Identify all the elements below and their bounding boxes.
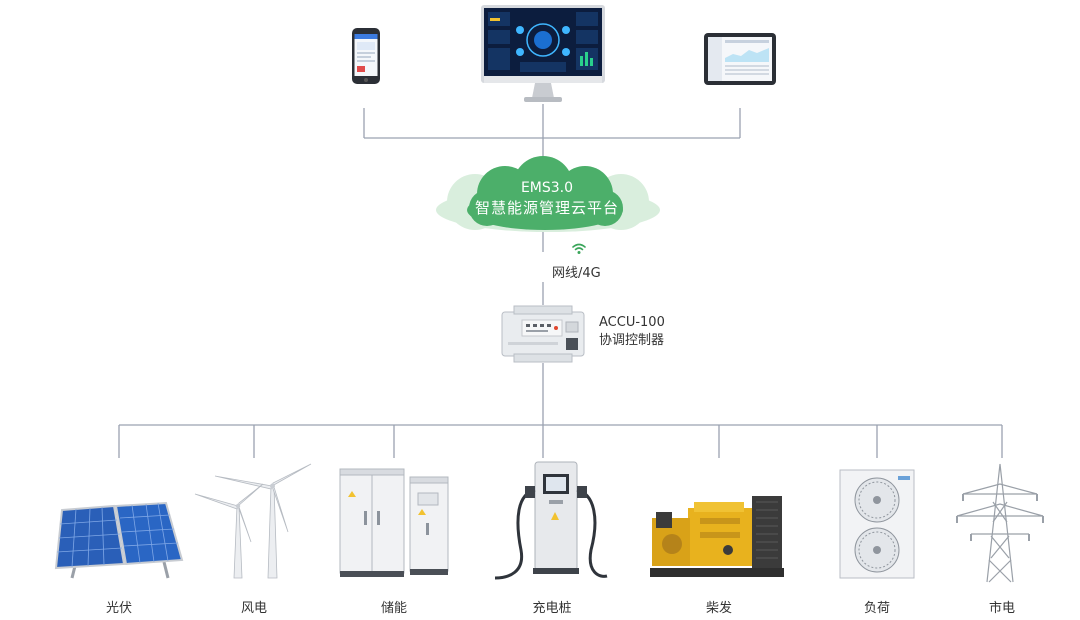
device-label-charger: 充电桩 (532, 601, 572, 616)
wind-turbine-icon (194, 463, 312, 579)
energy-storage-cabinet-icon (339, 468, 449, 577)
device-label-solar: 光伏 (105, 601, 132, 616)
network-label: 网线/4G (552, 266, 601, 281)
monitor-icon (481, 5, 605, 102)
mobile-phone-icon (352, 28, 380, 84)
cloud-version-text: EMS3.0 (520, 180, 574, 196)
wifi-icon (572, 243, 586, 254)
power-tower-icon (956, 463, 1044, 583)
device-label-wind: 风电 (240, 601, 267, 616)
controller-name: 协调控制器 (599, 333, 665, 348)
device-label-storage: 储能 (380, 601, 407, 616)
charging-pile-icon (494, 461, 608, 580)
hvac-unit-icon (839, 469, 915, 579)
controller-device-icon (501, 305, 585, 363)
device-label-generator: 柴发 (705, 601, 732, 616)
diesel-generator-icon (650, 496, 784, 577)
controller-model: ACCU-100 (599, 315, 665, 330)
solar-panel-icon (54, 501, 184, 579)
tablet-icon (704, 33, 776, 85)
device-label-grid: 市电 (988, 601, 1015, 616)
controller-label: ACCU-100 协调控制器 (599, 314, 665, 350)
cloud-platform-label: EMS3.0 智慧能源管理云平台 (440, 178, 654, 218)
cloud-platform (436, 156, 660, 232)
device-label-load: 负荷 (863, 601, 890, 616)
cloud-platform-name: 智慧能源管理云平台 (474, 199, 619, 217)
